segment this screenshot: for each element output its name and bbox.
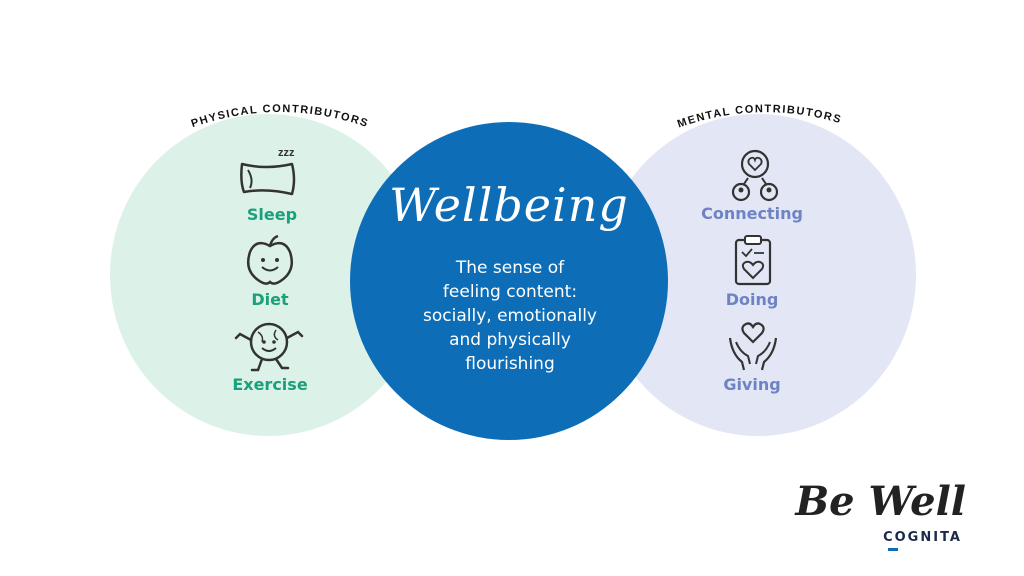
- logo-accent: [888, 548, 898, 551]
- svg-text:zzz: zzz: [278, 147, 295, 159]
- wellbeing-title: Wellbeing: [389, 178, 629, 232]
- doing-label: Doing: [725, 290, 779, 309]
- people-heart-icon: [731, 149, 779, 202]
- svg-text:MENTAL CONTRIBUTORS: MENTAL CONTRIBUTORS: [676, 103, 843, 130]
- clipboard-heart-icon: [734, 235, 772, 286]
- smiling-apple-icon: [247, 234, 293, 285]
- giving-label: Giving: [723, 375, 781, 394]
- diet-label: Diet: [251, 290, 289, 309]
- physical-arc-title: PHYSICAL CONTRIBUTORS: [190, 103, 371, 130]
- be-well-logo: Be Well COGNITA: [788, 478, 968, 558]
- sleep-label: Sleep: [246, 205, 298, 224]
- hands-heart-icon: [728, 322, 778, 371]
- svg-text:PHYSICAL CONTRIBUTORS: PHYSICAL CONTRIBUTORS: [190, 103, 371, 130]
- wellbeing-circle: [350, 122, 668, 440]
- running-globe-icon: [234, 322, 304, 372]
- mental-arc-title-text: MENTAL CONTRIBUTORS: [676, 103, 842, 130]
- pillow-sleep-icon: zzz: [240, 147, 296, 196]
- connecting-label: Connecting: [701, 204, 803, 223]
- mental-arc-title: MENTAL CONTRIBUTORS: [676, 103, 843, 130]
- cognita-wordmark: COGNITA: [883, 530, 962, 545]
- wellbeing-description: The sense of feeling content: socially, …: [423, 258, 597, 374]
- physical-arc-title-text: PHYSICAL CONTRIBUTORS: [190, 103, 369, 130]
- be-well-logo-title: Be Well: [795, 478, 966, 525]
- exercise-label: Exercise: [232, 375, 308, 394]
